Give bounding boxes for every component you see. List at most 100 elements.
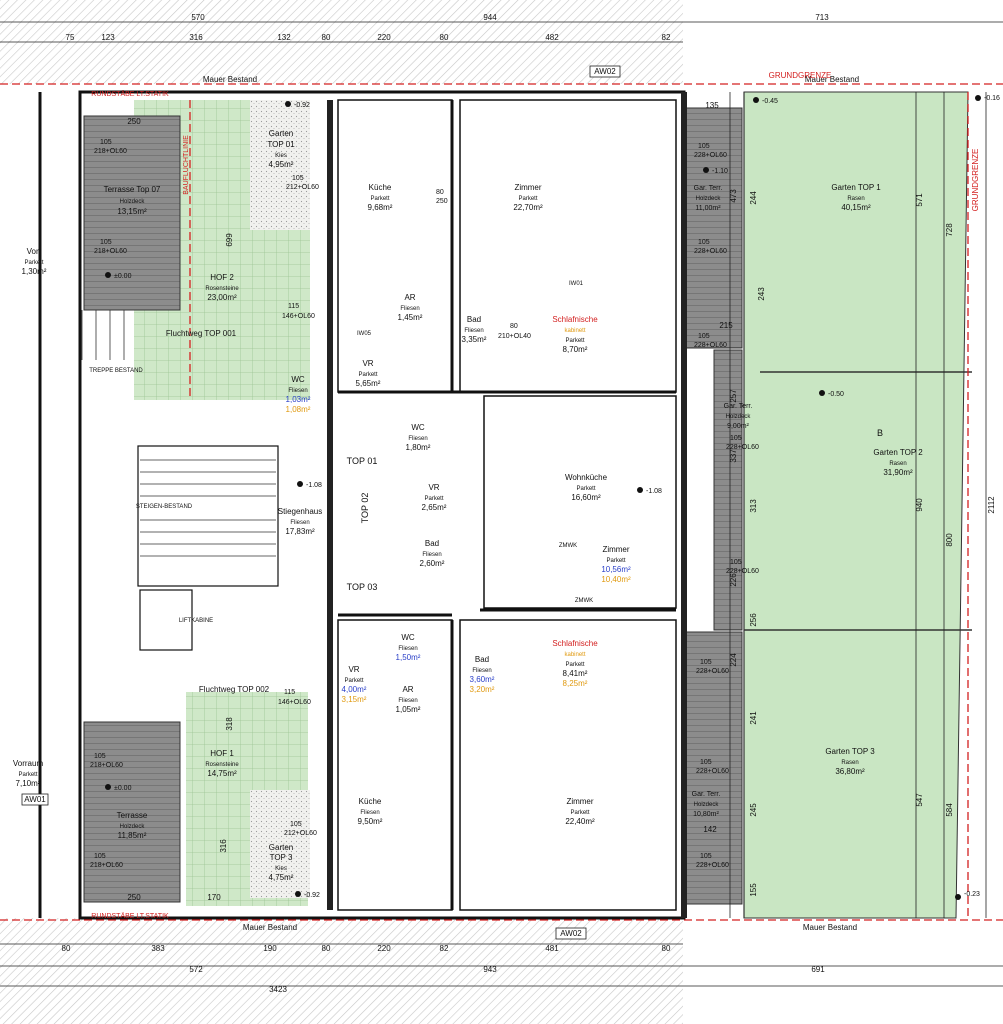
svg-text:Zimmer: Zimmer (566, 797, 593, 806)
svg-text:AR: AR (402, 685, 413, 694)
room-kueche3: Küche Fliesen 9,50m² (358, 797, 383, 826)
svg-text:Kies: Kies (275, 866, 287, 872)
svg-text:Fliesen: Fliesen (408, 436, 427, 442)
dim-top-p6: 220 (377, 33, 391, 42)
label-rundstabe-top: RUNDSTÄBE LT.STATIK (91, 90, 169, 98)
dim-misc-7: 699 (225, 233, 234, 247)
svg-text:Holzdeck: Holzdeck (726, 414, 752, 420)
room-zimmer3: Zimmer Parkett 22,40m² (565, 797, 595, 826)
label-b: B (877, 428, 883, 438)
svg-text:105: 105 (100, 239, 112, 246)
svg-text:Parkett: Parkett (565, 662, 584, 668)
svg-text:VR: VR (428, 483, 439, 492)
dim-bot-p3: 190 (263, 944, 277, 953)
svg-text:-0.92: -0.92 (304, 892, 320, 899)
svg-text:23,00m²: 23,00m² (207, 293, 237, 302)
room-wc3: WC Fliesen 1,50m² (396, 633, 421, 662)
dim-top-p2: 123 (101, 33, 115, 42)
svg-text:146+OL60: 146+OL60 (278, 699, 311, 706)
svg-text:105: 105 (730, 559, 742, 566)
svg-text:-0.45: -0.45 (762, 98, 778, 105)
svg-text:3,20m²: 3,20m² (470, 685, 495, 694)
label-rundstabe-bot: RUNDSTÄBE LT.STATIK (91, 912, 169, 920)
stairs (81, 310, 276, 557)
svg-text:Fliesen: Fliesen (360, 810, 379, 816)
level-9: ±0.00 (105, 784, 132, 792)
dim-top-2: 944 (483, 13, 497, 22)
dim-bot-p5: 220 (377, 944, 391, 953)
dim-bot-total: 3423 (269, 985, 287, 994)
room-ar3: AR Fliesen 1,05m² (396, 685, 421, 714)
svg-text:105: 105 (94, 753, 106, 760)
svg-text:TOP 01: TOP 01 (267, 140, 295, 149)
room-zimmer1: Zimmer Parkett 22,70m² (513, 183, 543, 212)
svg-text:9,68m²: 9,68m² (368, 203, 393, 212)
dim-terr-3: 243 (757, 287, 766, 301)
dim-bot-p6: 82 (440, 944, 449, 953)
level-4: -0.16 (975, 95, 1000, 102)
svg-text:Fliesen: Fliesen (472, 668, 491, 674)
svg-text:40,15m²: 40,15m² (841, 203, 871, 212)
svg-text:WC: WC (411, 423, 425, 432)
room-bad3: Bad Fliesen 3,60m² 3,20m² (470, 655, 495, 694)
svg-text:Fliesen: Fliesen (290, 520, 309, 526)
label-zmwk-2: ZMWK (575, 598, 593, 604)
bottom-dimensions: 80 383 190 80 220 82 481 80 572 943 691 … (62, 944, 826, 994)
svg-text:17,83m²: 17,83m² (285, 527, 315, 536)
svg-text:2,65m²: 2,65m² (422, 503, 447, 512)
label-grundgrenze-top: GRUNDGRENZE (769, 71, 832, 80)
room-schlafnische3: Schlafnische kabinett Parkett 8,41m² 8,2… (552, 639, 598, 688)
level-7: -1.08 (637, 487, 662, 495)
svg-text:Stiegenhaus: Stiegenhaus (278, 507, 322, 516)
dim-top-p4: 132 (277, 33, 291, 42)
garden-areas (134, 91, 969, 919)
dim-misc-2: 215 (719, 321, 733, 330)
label-zmwk-1: ZMWK (559, 543, 577, 549)
room-bad2: Bad Fliesen 2,60m² (420, 539, 445, 568)
dim-top-p7: 80 (440, 33, 449, 42)
label-top01: TOP 01 (347, 456, 378, 466)
side-dimensions: 2112 728 940 800 584 571 547 473 244 243… (127, 101, 996, 902)
svg-text:Garten TOP 2: Garten TOP 2 (873, 448, 923, 457)
svg-text:HOF 2: HOF 2 (210, 273, 234, 282)
svg-text:Küche: Küche (359, 797, 382, 806)
svg-text:Fliesen: Fliesen (398, 698, 417, 704)
svg-text:Parkett: Parkett (606, 558, 625, 564)
dim-bot-p7: 481 (545, 944, 559, 953)
svg-text:Rasen: Rasen (847, 196, 864, 202)
svg-text:4,00m²: 4,00m² (342, 685, 367, 694)
svg-text:Garten TOP 1: Garten TOP 1 (831, 183, 881, 192)
room-gartentop3: Garten TOP 3 Rasen 36,80m² (825, 747, 875, 776)
svg-text:Bad: Bad (475, 655, 489, 664)
room-garten01: Garten TOP 01 Kies 4,95m² (267, 129, 295, 169)
dim-terr-9: 224 (729, 653, 738, 667)
label-iw05: IW05 (357, 331, 372, 337)
svg-text:-0.16: -0.16 (984, 95, 1000, 102)
svg-text:Holzdeck: Holzdeck (120, 199, 146, 205)
dim-terr-1: 473 (729, 189, 738, 203)
svg-text:250: 250 (436, 198, 448, 205)
svg-text:Fliesen: Fliesen (288, 388, 307, 394)
walls (38, 90, 972, 920)
svg-text:13,15m²: 13,15m² (117, 207, 147, 216)
svg-text:WC: WC (401, 633, 415, 642)
svg-text:VR: VR (362, 359, 373, 368)
svg-text:Schlafnische: Schlafnische (552, 315, 598, 324)
svg-text:Gar. Terr.: Gar. Terr. (694, 185, 723, 192)
dim-terr-2: 244 (749, 191, 758, 205)
room-terrasse: Terrasse Holzdeck 11,85m² (117, 811, 148, 840)
svg-text:Zimmer: Zimmer (514, 183, 541, 192)
svg-text:105: 105 (700, 659, 712, 666)
svg-text:3,35m²: 3,35m² (462, 335, 487, 344)
level-3: -0.45 (753, 97, 778, 105)
svg-text:AR: AR (404, 293, 415, 302)
room-gartentop1: Garten TOP 1 Rasen 40,15m² (831, 183, 881, 212)
svg-text:Rasen: Rasen (889, 461, 906, 467)
svg-text:Parkett: Parkett (370, 196, 389, 202)
svg-text:4,75m²: 4,75m² (269, 873, 294, 882)
dim-mid-2: 547 (915, 793, 924, 807)
svg-text:Garten TOP 3: Garten TOP 3 (825, 747, 875, 756)
svg-text:Rosensteine: Rosensteine (205, 286, 239, 292)
dim-terr-8: 256 (749, 613, 758, 627)
room-vr3: VR Parkett 4,00m² 3,15m² (342, 665, 367, 704)
